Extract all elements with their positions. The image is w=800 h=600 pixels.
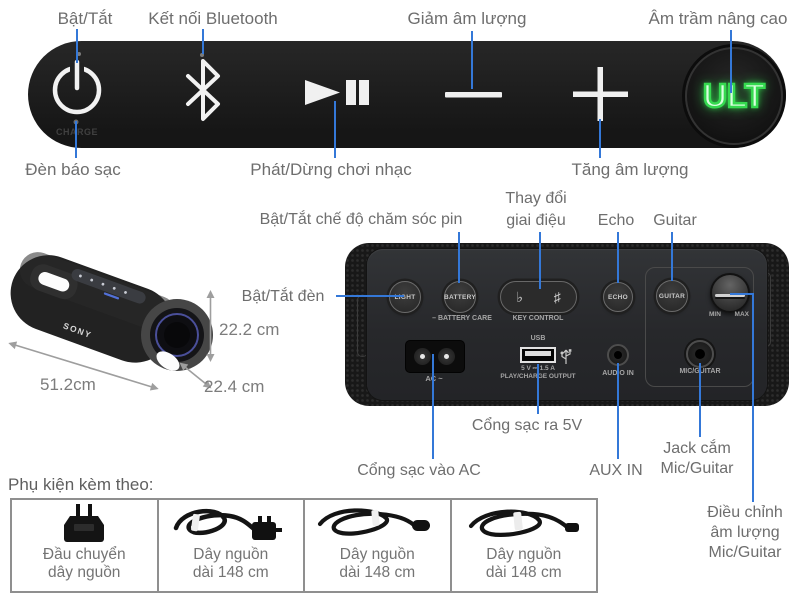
- leader-line-echo: [617, 232, 619, 283]
- speaker-top-control-bar: CHARGE: [28, 41, 786, 148]
- panel-face: LIGHT BATTERY – BATTERY CARE ♭ ♯ KEY CON…: [367, 249, 767, 400]
- usb-print: USB: [530, 335, 546, 342]
- key-control-print: KEY CONTROL: [512, 315, 564, 322]
- leader-line-battery: [458, 232, 460, 283]
- label-echo: Echo: [597, 212, 635, 229]
- label-mic-jack-2: Mic/Guitar: [660, 460, 734, 477]
- accessories-heading: Phụ kiện kèm theo:: [8, 475, 154, 494]
- max-print: MAX: [734, 311, 749, 318]
- echo-button-text: ECHO: [608, 293, 628, 301]
- ac-print: AC ~: [425, 374, 443, 383]
- leader-line-play: [334, 101, 336, 158]
- label-key-change-1: Thay đổi: [505, 190, 567, 207]
- accessory-caption: Dây nguồn dài 148 cm: [485, 546, 562, 581]
- speaker-back-panel: LIGHT BATTERY – BATTERY CARE ♭ ♯ KEY CON…: [345, 243, 789, 406]
- leader-line-charge: [75, 121, 77, 158]
- label-volume-down: Giảm âm lượng: [407, 9, 527, 28]
- leader-line-usb: [537, 364, 539, 414]
- accessory-caption: Dây nguồn dài 148 cm: [192, 546, 269, 581]
- charge-print: CHARGE: [48, 127, 106, 137]
- flat-icon[interactable]: ♭: [516, 288, 523, 305]
- guitar-button[interactable]: GUITAR: [656, 280, 688, 312]
- echo-button[interactable]: ECHO: [603, 282, 633, 312]
- speaker-illustration: SONY: [8, 252, 215, 391]
- label-light: Bật/Tắt đèn: [241, 288, 325, 305]
- accessory-cable-2pin: Dây nguồn dài 148 cm: [303, 500, 450, 591]
- leader-line-volume-down: [471, 31, 473, 89]
- label-mic-jack-1: Jack cắm: [663, 440, 731, 457]
- dimension-height: 22.2 cm: [219, 320, 280, 339]
- power-cable-image: [468, 509, 579, 537]
- ult-button-text: ULT: [702, 76, 766, 116]
- usb-port[interactable]: [520, 347, 556, 363]
- label-usb-out: Cổng sạc ra 5V: [471, 417, 583, 434]
- light-button[interactable]: LIGHT: [389, 281, 421, 313]
- guitar-button-text: GUITAR: [658, 292, 686, 300]
- accessories-table: Đầu chuyển dây nguồn Dây nguồn dài 148 c…: [10, 498, 598, 593]
- power-cable-image: [173, 509, 282, 540]
- dimension-depth: 22.4 cm: [204, 377, 265, 396]
- top-bar-icons: [52, 52, 628, 125]
- light-button-text: LIGHT: [394, 293, 416, 301]
- label-guitar: Guitar: [653, 212, 697, 229]
- accessory-caption: Đầu chuyển dây nguồn: [42, 546, 126, 581]
- dimension-length: 51.2cm: [40, 375, 96, 394]
- label-aux-in: AUX IN: [589, 462, 643, 479]
- label-ult: Âm trầm nâng cao: [648, 9, 788, 28]
- label-charge-indicator: Đèn báo sạc: [25, 160, 121, 179]
- leader-line-bluetooth: [202, 29, 204, 54]
- battery-button[interactable]: BATTERY: [444, 281, 476, 313]
- leader-line-knob-v: [752, 293, 754, 502]
- plug-adapter-image: [64, 504, 105, 542]
- volume-up-icon[interactable]: [573, 67, 628, 121]
- leader-line-mic-jack: [699, 363, 701, 437]
- power-led: [77, 52, 81, 56]
- key-control-buttons[interactable]: ♭ ♯: [500, 281, 577, 313]
- dimension-arrows: [14, 297, 212, 388]
- speaker-strap-hole: [156, 351, 180, 371]
- ult-button[interactable]: ULT: [685, 47, 783, 145]
- leader-line-ult: [730, 30, 732, 93]
- speaker-body: SONY: [10, 252, 177, 363]
- label-battery-care: Bật/Tắt chế độ chăm sóc pin: [259, 211, 463, 228]
- leader-line-volume-up: [599, 119, 601, 158]
- battery-button-text: BATTERY: [443, 293, 477, 301]
- volume-down-icon[interactable]: [445, 92, 502, 98]
- accessory-cable-plain: Dây nguồn dài 148 cm: [449, 500, 597, 591]
- dimension-arrowheads: [8, 290, 215, 391]
- label-mic-volume-1: Điều chỉnh: [707, 504, 783, 521]
- power-cable-image: [318, 508, 431, 536]
- label-power: Bật/Tắt: [57, 9, 113, 28]
- speaker-front-face: [141, 299, 213, 371]
- sharp-icon[interactable]: ♯: [553, 289, 561, 305]
- leader-line-ac: [432, 354, 434, 459]
- bluetooth-icon[interactable]: [186, 59, 220, 121]
- label-volume-up: Tăng âm lượng: [571, 160, 689, 179]
- leader-line-power: [76, 29, 78, 63]
- label-bluetooth: Kết nối Bluetooth: [148, 9, 278, 28]
- accessory-plug-adapter: Đầu chuyển dây nguồn: [12, 500, 157, 591]
- play-pause-icon[interactable]: [305, 80, 369, 105]
- leader-line-key: [539, 232, 541, 289]
- leader-line-aux: [617, 363, 619, 459]
- leader-line-light: [336, 295, 404, 297]
- battery-care-print: – BATTERY CARE: [432, 315, 492, 322]
- min-print: MIN: [709, 311, 721, 318]
- label-play-pause: Phát/Dừng chơi nhạc: [250, 160, 412, 179]
- accessory-caption: Dây nguồn dài 148 cm: [339, 546, 416, 581]
- speaker-top-strip: [71, 268, 146, 304]
- bluetooth-led: [200, 53, 204, 57]
- usb-trident-icon: [560, 349, 572, 364]
- ac-power-socket[interactable]: [405, 340, 465, 373]
- label-key-change-2: giai điệu: [506, 212, 566, 229]
- label-mic-volume-2: âm lượng: [710, 524, 780, 541]
- accessory-cable-uk: Dây nguồn dài 148 cm: [156, 500, 304, 591]
- label-mic-volume-3: Mic/Guitar: [708, 544, 782, 561]
- label-ac-in: Cổng sạc vào AC: [357, 462, 481, 479]
- leader-line-knob-h: [730, 293, 754, 295]
- leader-line-guitar: [671, 232, 673, 281]
- power-icon[interactable]: [52, 59, 102, 115]
